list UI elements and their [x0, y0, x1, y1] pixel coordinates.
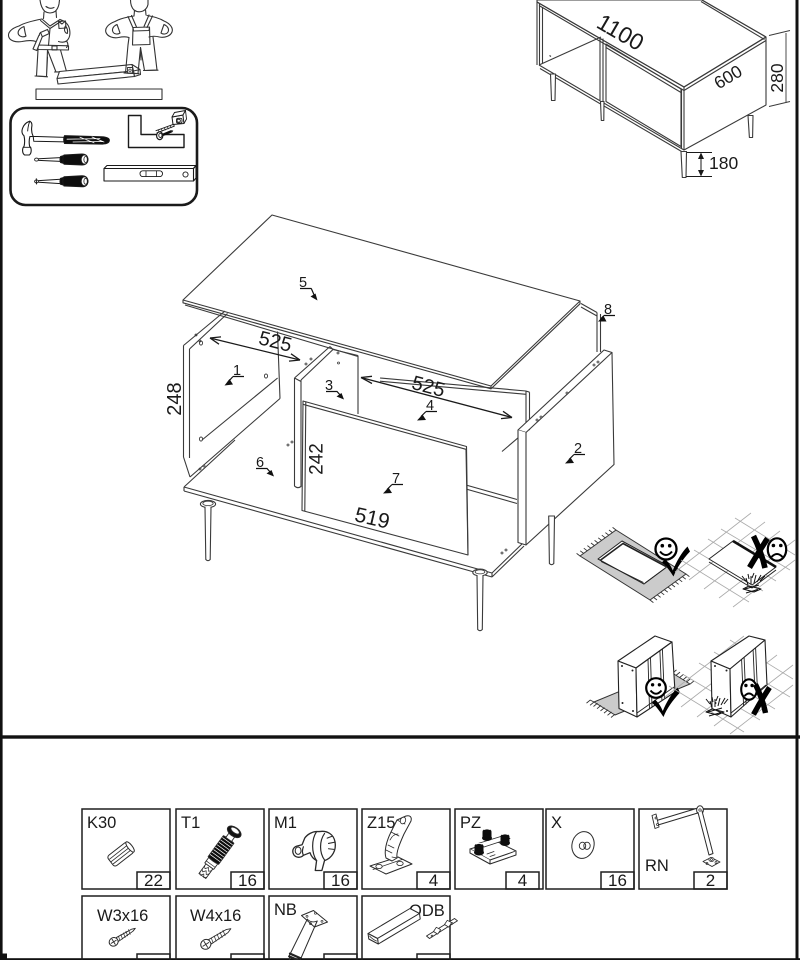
svg-text:4: 4 — [429, 871, 438, 890]
svg-text:16: 16 — [608, 871, 627, 890]
svg-text:K30: K30 — [87, 814, 116, 832]
svg-text:242: 242 — [307, 443, 328, 475]
svg-text:Z15: Z15 — [367, 814, 395, 832]
svg-text:4: 4 — [426, 398, 434, 414]
svg-text:T1: T1 — [181, 814, 200, 832]
svg-text:M1: M1 — [274, 814, 297, 832]
svg-text:2: 2 — [574, 441, 582, 457]
svg-text:3: 3 — [325, 378, 333, 394]
svg-text:W4x16: W4x16 — [190, 907, 241, 925]
svg-text:280: 280 — [767, 63, 787, 92]
svg-text:X: X — [551, 814, 562, 832]
svg-text:248: 248 — [164, 382, 186, 415]
svg-text:W3x16: W3x16 — [97, 907, 148, 925]
svg-text:2: 2 — [706, 871, 715, 890]
svg-text:5: 5 — [299, 275, 307, 291]
svg-text:6: 6 — [256, 455, 264, 471]
svg-text:16: 16 — [238, 871, 257, 890]
svg-text:1: 1 — [233, 363, 241, 379]
svg-text:PZ: PZ — [460, 814, 481, 832]
svg-text:RN: RN — [645, 857, 669, 875]
svg-text:22: 22 — [144, 871, 163, 890]
svg-text:NB: NB — [274, 901, 297, 919]
svg-text:180: 180 — [709, 153, 738, 173]
svg-text:4: 4 — [518, 871, 527, 890]
svg-text:16: 16 — [331, 871, 350, 890]
svg-text:8: 8 — [604, 302, 612, 318]
svg-text:7: 7 — [392, 471, 400, 487]
